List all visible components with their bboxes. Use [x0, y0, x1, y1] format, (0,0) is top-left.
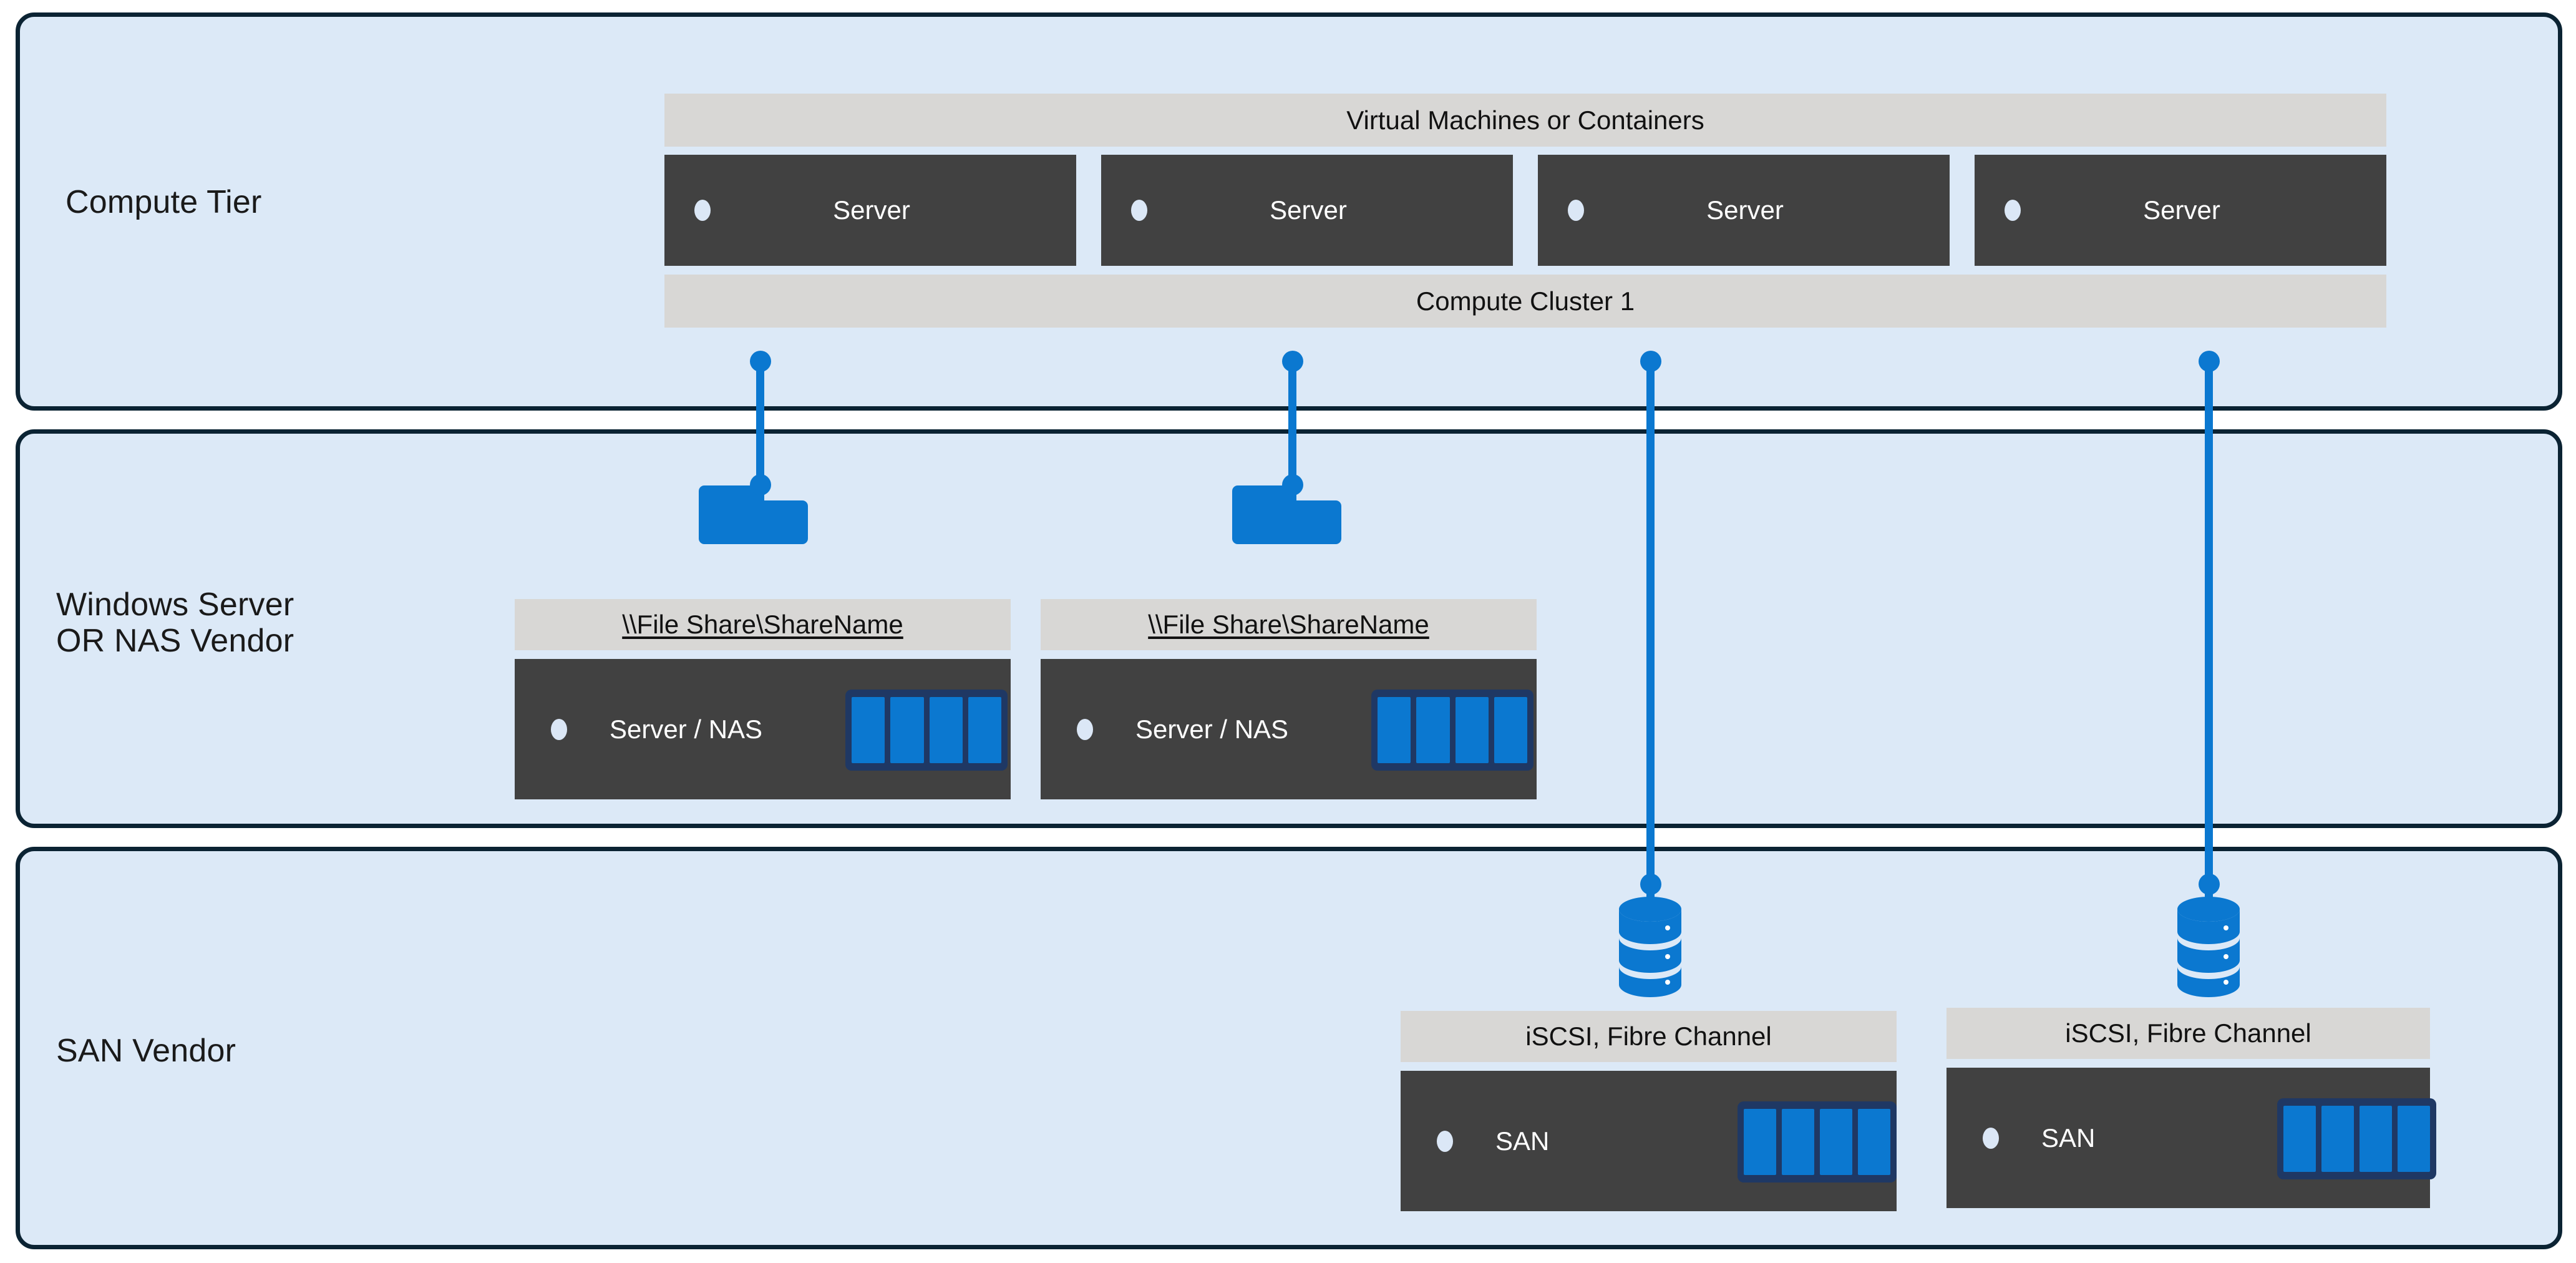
nas-box-1[interactable]: Server / NAS [515, 659, 1011, 799]
disk-bay [968, 697, 1001, 763]
server-box-2[interactable]: Server [1101, 155, 1513, 266]
band-iscsi-2: iSCSI, Fibre Channel [1947, 1008, 2430, 1059]
san-box-1-label: SAN [1495, 1126, 1550, 1156]
connector-endpoint-dot [2199, 874, 2220, 895]
connector-endpoint-dot [750, 351, 771, 372]
connector-endpoint-dot [1640, 351, 1661, 372]
disk-bay [1416, 697, 1450, 763]
connector-server3-to-san1 [1646, 361, 1655, 910]
folder-body [1232, 500, 1341, 544]
status-led-icon [1131, 200, 1147, 221]
connector-server1-to-fileshare1 [756, 361, 764, 503]
band-iscsi-2-label: iSCSI, Fibre Channel [2065, 1018, 2311, 1048]
folder-body [699, 500, 808, 544]
disk-array-san-1 [1738, 1101, 1897, 1183]
band-file-share-2: \\File Share\ShareName [1041, 599, 1537, 650]
connector-server2-to-fileshare2 [1288, 361, 1296, 503]
band-iscsi-1-label: iSCSI, Fibre Channel [1525, 1022, 1772, 1051]
folder-icon [1232, 485, 1341, 545]
server-box-4-label: Server [2143, 195, 2220, 225]
disk-bay [1378, 697, 1411, 763]
status-led-icon [1077, 718, 1093, 740]
database-icon [1613, 895, 1688, 998]
server-box-1[interactable]: Server [664, 155, 1076, 266]
status-led-icon [1568, 200, 1584, 221]
server-box-4[interactable]: Server [1975, 155, 2386, 266]
disk-array-nas-1 [845, 690, 1008, 771]
disk-bay [890, 697, 924, 763]
disk-bay [1782, 1109, 1814, 1175]
database-icon [2171, 895, 2246, 998]
band-file-share-2-label: \\File Share\ShareName [1148, 610, 1429, 639]
status-led-icon [2005, 200, 2021, 221]
server-box-3-label: Server [1706, 195, 1784, 225]
disk-bay [852, 697, 885, 763]
band-file-share-1: \\File Share\ShareName [515, 599, 1011, 650]
disk-bay [2283, 1106, 2316, 1172]
connector-endpoint-dot [750, 474, 771, 495]
disk-bay [2321, 1106, 2354, 1172]
server-box-1-label: Server [833, 195, 910, 225]
band-virtual-machines: Virtual Machines or Containers [664, 94, 2386, 147]
tier-label-compute: Compute Tier [66, 184, 262, 220]
status-led-icon [1983, 1127, 1999, 1149]
tier-label-file: Windows Server OR NAS Vendor [56, 587, 294, 660]
status-led-icon [694, 200, 711, 221]
status-led-icon [1437, 1130, 1453, 1152]
database-icon-shape [2177, 897, 2240, 997]
database-icon-shape [1619, 897, 1681, 997]
nas-box-1-label: Server / NAS [610, 714, 763, 744]
connector-server4-to-san2 [2205, 361, 2213, 910]
disk-bay [1820, 1109, 1852, 1175]
disk-bay [2398, 1106, 2430, 1172]
band-iscsi-1: iSCSI, Fibre Channel [1401, 1011, 1897, 1062]
band-virtual-machines-label: Virtual Machines or Containers [1346, 105, 1704, 135]
connector-endpoint-dot [1640, 874, 1661, 895]
disk-bay [2360, 1106, 2392, 1172]
disk-bay [929, 697, 963, 763]
status-led-icon [551, 718, 567, 740]
san-box-2-label: SAN [2041, 1123, 2096, 1153]
band-compute-cluster: Compute Cluster 1 [664, 275, 2386, 328]
server-box-2-label: Server [1270, 195, 1347, 225]
connector-endpoint-dot [1282, 474, 1303, 495]
disk-array-nas-2 [1371, 690, 1533, 771]
disk-bay [1455, 697, 1489, 763]
connector-endpoint-dot [1282, 351, 1303, 372]
band-compute-cluster-label: Compute Cluster 1 [1416, 286, 1635, 316]
folder-icon [699, 485, 808, 545]
nas-box-2-label: Server / NAS [1135, 714, 1289, 744]
tier-label-san: SAN Vendor [56, 1033, 236, 1069]
disk-bay [1858, 1109, 1890, 1175]
disk-bay [1744, 1109, 1776, 1175]
band-file-share-1-label: \\File Share\ShareName [622, 610, 903, 639]
disk-array-san-2 [2277, 1098, 2436, 1179]
connector-endpoint-dot [2199, 351, 2220, 372]
disk-bay [1494, 697, 1527, 763]
server-box-3[interactable]: Server [1538, 155, 1950, 266]
